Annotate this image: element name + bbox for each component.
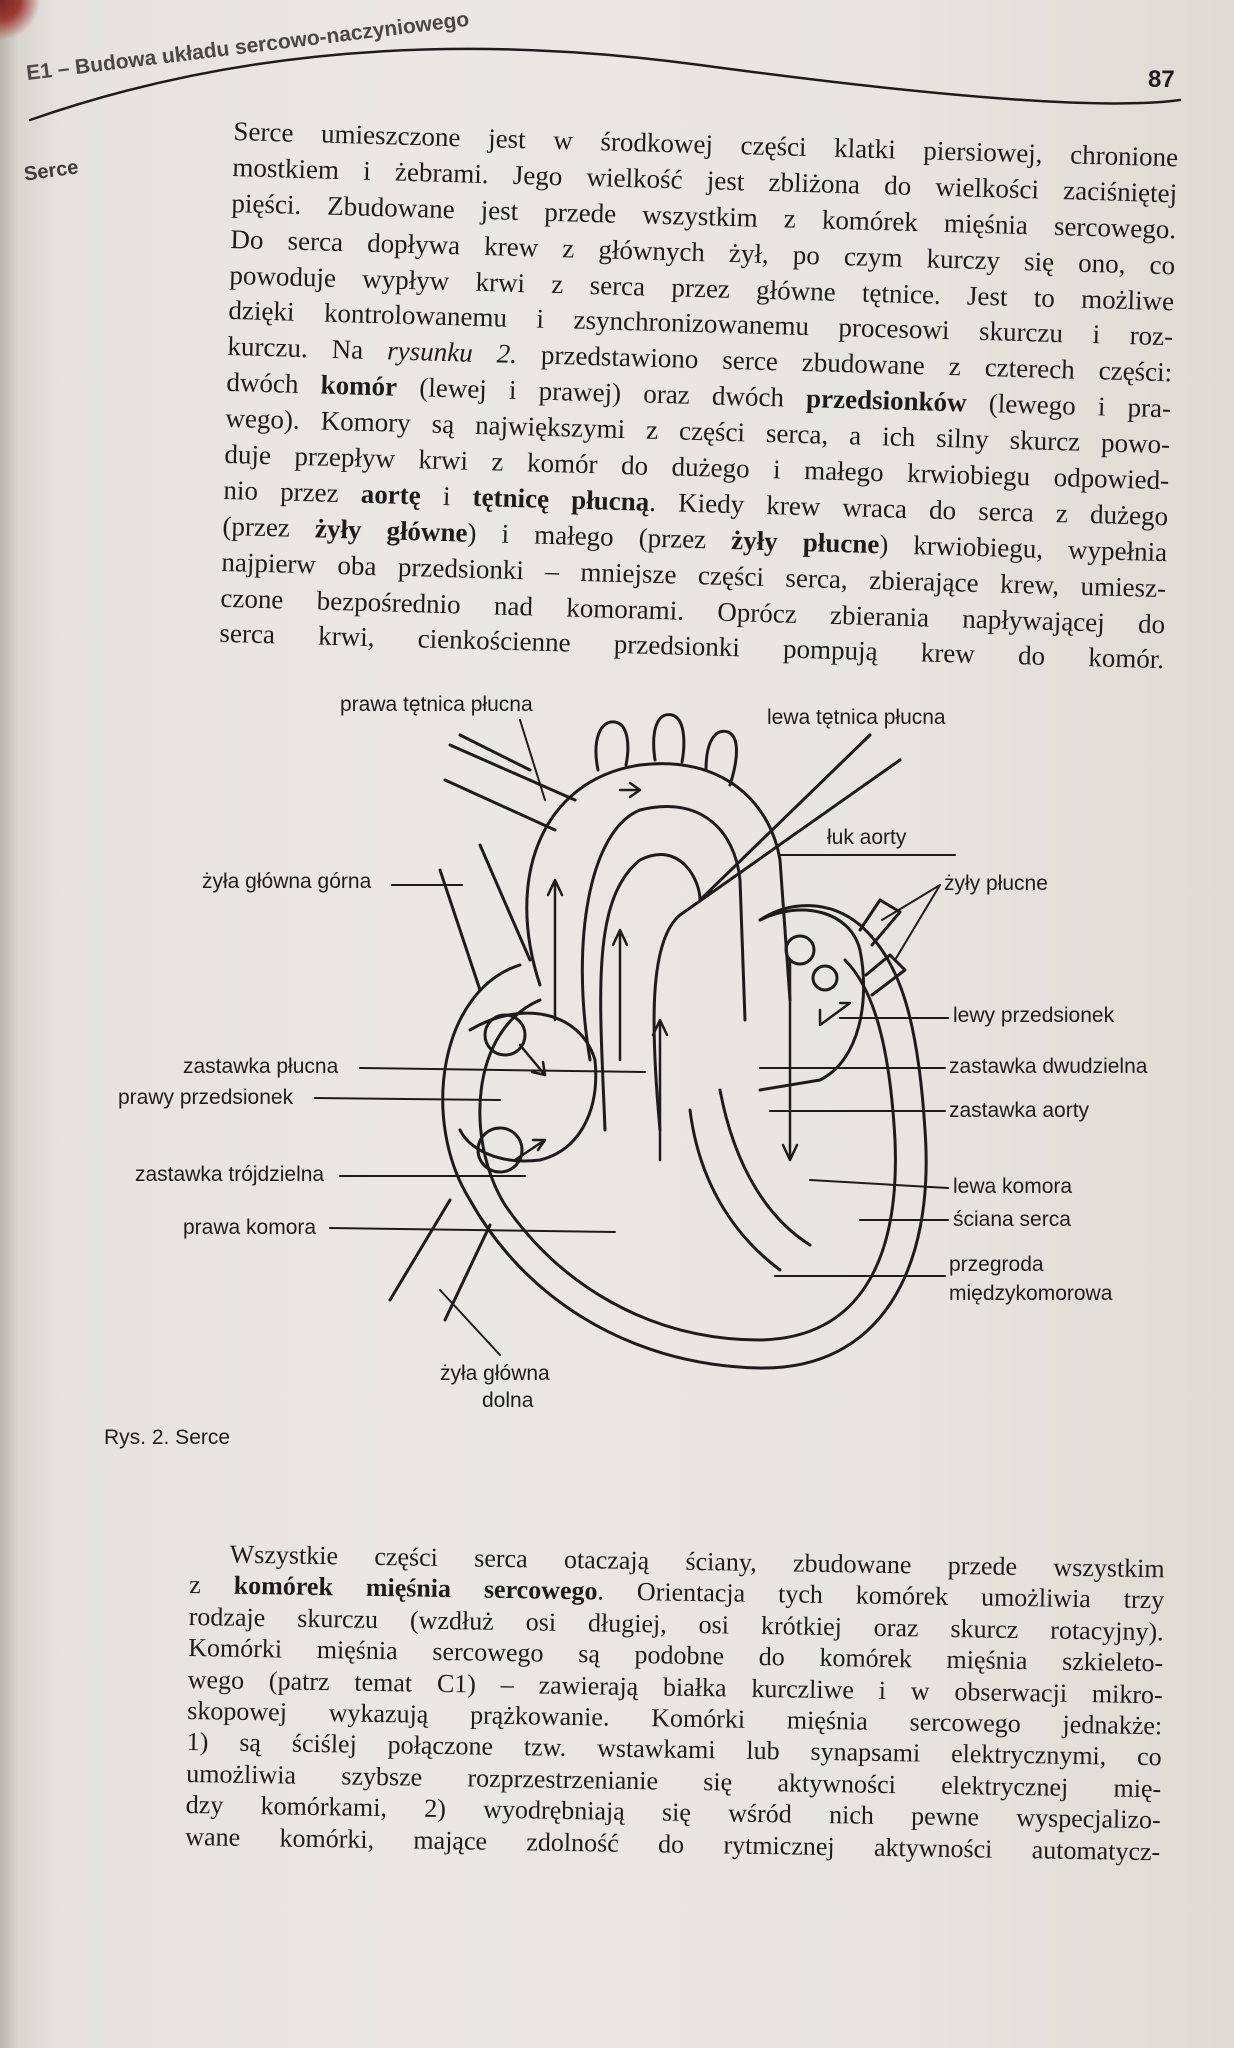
valve-circle [483,1013,527,1057]
label-aortic-arch: łuk aorty [827,826,907,849]
label-inferior-vena-cava-1: żyła główna [440,1362,550,1385]
label-septum-1: przegroda [949,1253,1044,1276]
septum [688,1088,812,1272]
heart-inner-wall [478,958,897,1342]
label-heart-wall: ściana serca [953,1208,1071,1231]
pulmonary-veins [858,898,907,997]
page-number: 87 [1148,66,1175,93]
header-rule [28,47,1182,122]
label-right-pulmonary-artery: prawa tętnica płucna [340,693,533,716]
label-pulmonary-veins: żyły płucne [944,872,1048,895]
aorta-branches [594,713,738,787]
valve-circle [784,934,816,966]
inferior-vena-cava [388,1198,492,1322]
label-mitral-valve: zastawka dwudzielna [949,1055,1148,1078]
right-pulmonary-artery [443,733,577,832]
paragraph-2: Wszystkie części serca otaczają ściany, … [185,1538,1165,1867]
leader-lines [314,719,956,1356]
aorta-inner [580,805,747,1062]
flow-arrows [513,781,852,1162]
label-inferior-vena-cava-2: dolna [482,1389,534,1412]
heart-outline [441,904,928,1370]
label-left-atrium: lewy przedsionek [953,1004,1115,1027]
text-segment: z [189,1570,234,1601]
figure-caption: Rys. 2. Serce [104,1426,231,1449]
superior-vena-cava [438,843,532,992]
aorta-arch [525,762,792,1002]
valve-circle [811,964,839,992]
bold-term: komórek mięśnia sercowego [233,1571,598,1606]
label-pulmonary-valve: zastawka płucna [183,1055,339,1078]
valve-circle [476,1126,524,1174]
label-septum-2: międzykomorowa [949,1282,1113,1305]
label-superior-vena-cava: żyła główna górna [202,870,372,893]
label-right-atrium: prawy przedsionek [118,1086,294,1109]
pulmonary-trunk [599,733,902,1132]
label-right-ventricle: prawa komora [183,1216,317,1239]
book-cover-edge [0,0,40,40]
left-atrium [758,908,866,1092]
label-left-pulmonary-artery: lewa tętnica płucna [767,706,946,729]
label-left-ventricle: lewa komora [953,1175,1073,1198]
label-tricuspid-valve: zastawka trójdzielna [135,1163,325,1186]
right-atrium [458,1011,598,1163]
label-aortic-valve: zastawka aorty [949,1099,1090,1122]
